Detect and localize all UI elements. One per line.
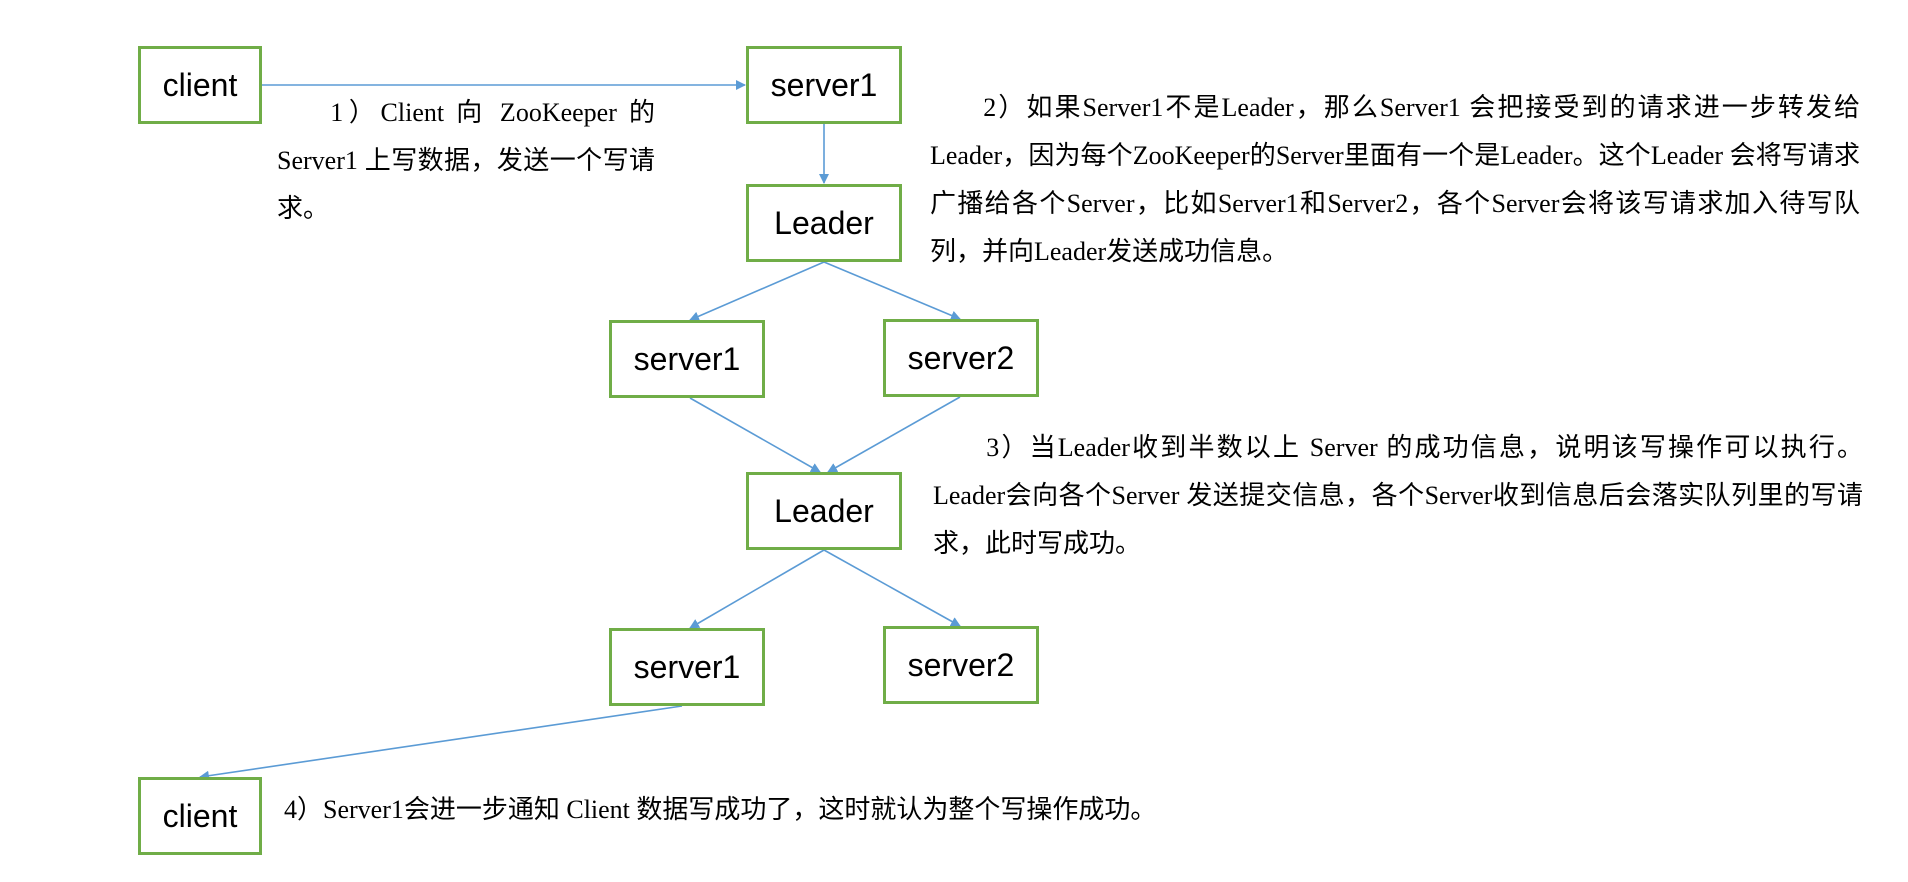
arrow-server1-to-client (199, 705, 683, 781)
server1-node-bottom: server1 (609, 628, 765, 706)
server2-node-mid: server2 (883, 319, 1039, 397)
step-3-text: 3）当Leader收到半数以上 Server 的成功信息，说明该写操作可以执行。… (933, 433, 1863, 558)
step-1-text: 1）Client 向 ZooKeeper 的 Server1 上写数据，发送一个… (277, 98, 655, 223)
step-4-text: 4）Server1会进一步通知 Client 数据写成功了，这时就认为整个写操作… (284, 795, 1157, 824)
arrow-leader-to-server2 (823, 549, 961, 627)
arrow-server1-to-leader (689, 397, 821, 473)
arrow-server2-to-leader (827, 396, 961, 473)
server1-node-top: server1 (746, 46, 902, 124)
leader-node-1: Leader (746, 184, 902, 262)
leader-node-2: Leader (746, 472, 902, 550)
server1-node-mid: server1 (609, 320, 765, 398)
arrow-leader-to-server1 (689, 261, 825, 322)
server2-node-bottom: server2 (883, 626, 1039, 704)
client-node-top: client (138, 46, 262, 124)
arrow-leader-to-server1 (689, 549, 825, 629)
step-2-text: 2）如果Server1不是Leader，那么Server1 会把接受到的请求进一… (930, 93, 1860, 266)
arrow-leader-to-server2 (823, 261, 961, 321)
client-node-bottom: client (138, 777, 262, 855)
